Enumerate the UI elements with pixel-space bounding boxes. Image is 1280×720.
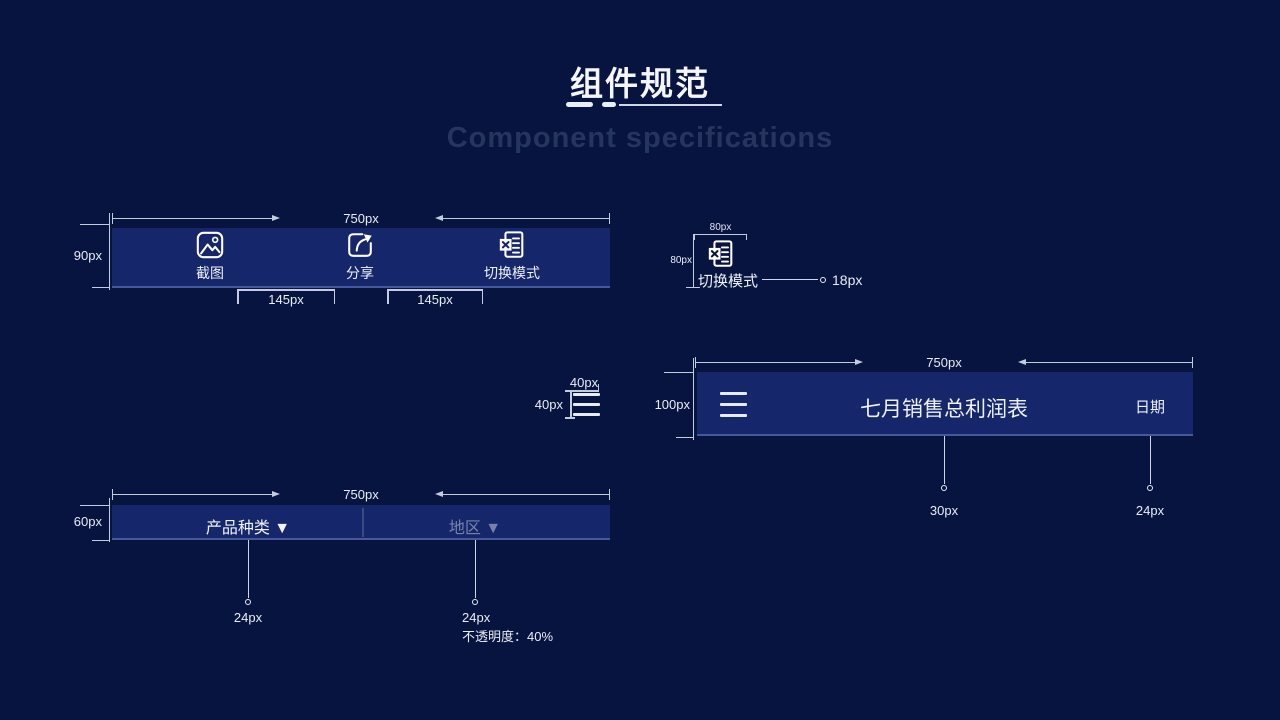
excel-file-icon: [499, 231, 524, 258]
date-button[interactable]: 日期: [1134, 399, 1165, 416]
left-size-label: 24px: [233, 610, 263, 625]
right-size-label: 24px: [462, 610, 491, 625]
report-title: 七月销售总利润表: [860, 398, 1028, 421]
switch-mode-icon-detail[interactable]: [705, 239, 737, 269]
region-dropdown[interactable]: 地区 ▼: [448, 520, 502, 537]
date-size-label: 24px: [1135, 503, 1165, 518]
page-title: 组件规范: [570, 65, 710, 102]
date-size-leader-line: [1147, 436, 1154, 491]
title-size-label: 30px: [929, 503, 959, 518]
left-size-leader-line: [245, 540, 252, 605]
titlebar-width-measure: 750px: [695, 355, 1193, 370]
menu-width-label: 40px: [569, 375, 599, 390]
filter-divider: [362, 508, 364, 537]
right-size-leader-line: [472, 540, 479, 605]
filter-bar-component: 产品种类 ▼ 地区 ▼: [112, 505, 610, 540]
excel-file-icon: [708, 240, 733, 267]
titlebar-component: 七月销售总利润表 日期: [697, 372, 1193, 436]
titlebar-height-measure: 100px: [655, 358, 694, 440]
hamburger-icon[interactable]: [573, 393, 600, 416]
hamburger-icon[interactable]: [720, 392, 747, 417]
toolbar-height-measure: 90px: [74, 213, 110, 290]
page-subtitle: Component specifications: [446, 122, 834, 154]
menu-height-tick: [565, 417, 575, 419]
toolbar-component: 截图 分享 切换模式: [112, 228, 610, 288]
title-divider-thin: [619, 104, 722, 106]
font-size-label: 18px: [832, 272, 863, 288]
toolbar-item-switch-mode[interactable]: 切换模式: [442, 230, 582, 283]
filter-width-measure: 750px: [112, 487, 610, 502]
menu-height-line: [570, 390, 572, 418]
toolbar-item-label: 截图: [196, 265, 224, 281]
toolbar-gap-measure: 145px: [387, 289, 483, 307]
right-opacity-label: 不透明度：40%: [462, 629, 554, 644]
font-size-leader-line: [762, 276, 826, 283]
menu-width-tick: [597, 384, 599, 390]
product-type-dropdown[interactable]: 产品种类 ▼: [205, 520, 291, 537]
title-divider-dash: [602, 102, 616, 107]
title-divider: [566, 102, 593, 107]
toolbar-width-measure: 750px: [112, 211, 610, 226]
toolbar-item-share[interactable]: 分享: [290, 230, 430, 283]
share-icon: [348, 233, 372, 257]
image-icon: [196, 231, 224, 259]
toolbar-item-screenshot[interactable]: 截图: [140, 230, 280, 283]
title-size-leader-line: [941, 436, 948, 491]
toolbar-item-label: 切换模式: [484, 265, 540, 281]
icon-height-measure: [676, 234, 700, 288]
toolbar-item-label: 分享: [346, 265, 374, 281]
menu-width-line: [565, 390, 599, 392]
toolbar-gap-measure: 145px: [237, 289, 335, 307]
switch-mode-detail-label: 切换模式: [697, 273, 758, 290]
icon-height-label: 80px: [670, 255, 692, 266]
filter-height-measure: 60px: [74, 498, 110, 542]
menu-height-label: 40px: [534, 397, 563, 412]
